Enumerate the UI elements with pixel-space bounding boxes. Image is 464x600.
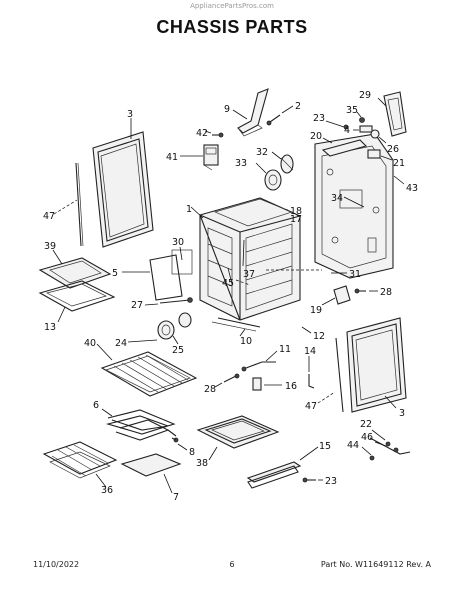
- page-title: CHASSIS PARTS: [156, 17, 308, 37]
- callout-23-lower: 23: [325, 476, 337, 487]
- callout-7: 7: [173, 492, 179, 503]
- callout-15: 15: [319, 441, 331, 452]
- callout-43: 43: [406, 183, 418, 194]
- callout-14: 14: [304, 346, 316, 357]
- oven-rack: [100, 351, 198, 397]
- callout-16: 16: [285, 381, 297, 392]
- callout-21: 21: [393, 158, 405, 169]
- screw-8: [171, 437, 179, 443]
- callout-29: 29: [359, 90, 371, 101]
- screw-28a: [354, 288, 366, 294]
- callout-2: 2: [295, 101, 301, 112]
- callout-23: 23: [313, 113, 325, 124]
- callout-46: 46: [361, 432, 373, 443]
- broil-pan: [38, 257, 112, 289]
- callout-19: 19: [310, 305, 322, 316]
- hinge-15: [246, 461, 302, 489]
- callout-35: 35: [346, 105, 358, 116]
- callout-41: 41: [166, 152, 178, 163]
- callout-1: 1: [186, 204, 192, 215]
- callout-38: 38: [196, 458, 208, 469]
- callout-42: 42: [196, 128, 208, 139]
- callout-13: 13: [44, 322, 56, 333]
- callout-44: 44: [347, 440, 359, 451]
- bracket-9: [237, 88, 269, 137]
- terminal-block-19: [333, 285, 351, 305]
- callout-12: 12: [313, 331, 325, 342]
- rack-support-10: [211, 317, 261, 332]
- callout-4: 4: [344, 125, 350, 136]
- vent-bracket-29: [383, 91, 407, 137]
- callout-47-lower: 47: [305, 401, 317, 412]
- valve-26: [370, 129, 380, 139]
- callout-9: 9: [224, 104, 230, 115]
- insulation-30: [171, 249, 193, 275]
- callout-6: 6: [93, 400, 99, 411]
- screw-28b: [223, 373, 240, 383]
- insulation-strip-lower: [335, 337, 344, 413]
- convection-fan-33: [264, 169, 282, 191]
- callout-47-upper: 47: [43, 211, 55, 222]
- control-bracket-20: [321, 139, 368, 157]
- callout-10: 10: [240, 336, 252, 347]
- bake-element: [105, 409, 177, 441]
- callout-31: 31: [349, 269, 361, 280]
- door-gasket-lower: [346, 317, 407, 413]
- oven-sensor-27: [159, 297, 193, 304]
- callout-27: 27: [131, 300, 143, 311]
- callout-3-lower: 3: [399, 408, 405, 419]
- callout-32: 32: [256, 147, 268, 158]
- callout-40: 40: [84, 338, 96, 349]
- broil-pan-grid: [38, 280, 116, 312]
- screw-2: [266, 114, 281, 126]
- watermark: AppliancePartsPros.com: [190, 2, 274, 10]
- callout-28-right: 28: [380, 287, 392, 298]
- callout-3: 3: [127, 109, 133, 120]
- insulation-strip-upper: [75, 162, 84, 247]
- igniter-4: [359, 125, 373, 133]
- callout-8: 8: [189, 447, 195, 458]
- callout-34: 34: [331, 193, 343, 204]
- screw-35: [359, 117, 365, 123]
- callout-22: 22: [360, 419, 372, 430]
- clip-14: [308, 374, 315, 389]
- oven-cavity: [199, 197, 301, 321]
- callout-33: 33: [235, 158, 247, 169]
- panel-7: [120, 453, 182, 477]
- callout-45: 45: [222, 278, 234, 289]
- callout-24: 24: [115, 338, 127, 349]
- screw-23b: [302, 477, 316, 483]
- rear-panel-31: [314, 133, 394, 279]
- fan-motor-32: [280, 154, 294, 174]
- footer-part-number: Part No. W11649112 Rev. A: [320, 560, 431, 569]
- callout-26: 26: [387, 144, 399, 155]
- drawer-rack-36: [42, 441, 118, 479]
- callout-20: 20: [310, 131, 322, 142]
- callout-labels: 9 2 29 35 23 4 3 42 41 32 33 20 26 21 43…: [43, 90, 418, 503]
- screw-42: [212, 132, 224, 138]
- oven-light-25: [157, 312, 192, 340]
- thermal-fuse-16: [252, 377, 262, 391]
- wire-22: [369, 437, 411, 461]
- door-gasket-upper: [92, 131, 154, 248]
- callout-28-lower: 28: [204, 384, 216, 395]
- callout-36: 36: [101, 485, 113, 496]
- callout-18: 18: [290, 206, 302, 217]
- element-5: [149, 254, 183, 301]
- door-switch-41: [203, 144, 219, 171]
- callout-25: 25: [172, 345, 184, 356]
- oven-bottom-38: [196, 415, 280, 449]
- footer-page-number: 6: [229, 560, 235, 569]
- footer-date: 11/10/2022: [33, 560, 80, 569]
- callout-39: 39: [44, 241, 56, 252]
- thermostat-21: [367, 149, 381, 159]
- callout-5: 5: [112, 268, 118, 279]
- callout-37: 37: [243, 269, 255, 280]
- wire-11: [241, 361, 276, 372]
- callout-17: 17: [290, 214, 302, 225]
- callout-11: 11: [279, 344, 291, 355]
- callout-30: 30: [172, 237, 184, 248]
